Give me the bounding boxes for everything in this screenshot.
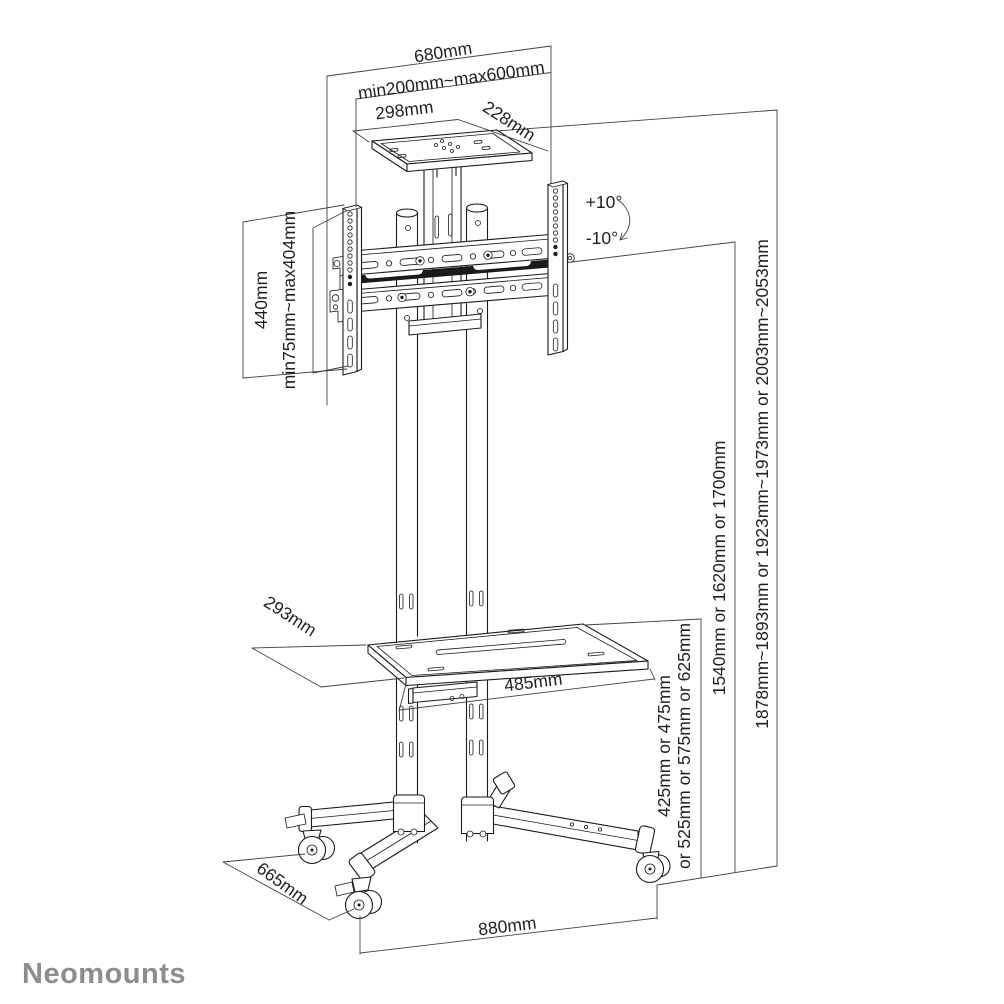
dim-av-shelf-heights-line1: 425mm or 475mm: [654, 675, 674, 817]
caster-back-left: [284, 813, 336, 865]
dim-overall-bracket-width: 680mm: [413, 38, 474, 67]
dim-column-heights: 1540mm or 1620mm or 1700mm: [709, 441, 729, 696]
vesa-strip-left: [341, 204, 363, 376]
brake-lever: [284, 813, 307, 829]
top-camera-shelf: [371, 129, 533, 178]
av-shelf: [367, 623, 649, 705]
hub-collar-left: [392, 794, 426, 833]
hub-collar-right: [460, 796, 495, 835]
caster-right: [635, 850, 671, 884]
dim-tv-mount-width-range: min200mm~max600mm: [357, 57, 546, 103]
dim-vesa-height-range: min75mm~max404mm: [279, 211, 299, 389]
dim-av-shelf-heights-line2: or 525mm or 575mm or 625mm: [674, 623, 694, 869]
column-adjustment-slots: [399, 590, 484, 758]
base: [284, 771, 671, 920]
dim-av-shelf-depth: 293mm: [260, 592, 320, 641]
vesa-strip-right: [546, 180, 569, 356]
locking-handle: [404, 308, 483, 336]
tv-bracket-crossbars: [351, 233, 575, 313]
caster-front-left: [334, 876, 383, 920]
dimension-labels: 680mm min200mm~max600mm 298mm 228mm 440m…: [251, 38, 772, 940]
tilt-down-label: -10°: [586, 228, 618, 248]
dim-bracket-height: 440mm: [251, 271, 271, 329]
dimension-lines: [222, 45, 778, 955]
dim-overall-heights: 1878mm~1893mm or 1923mm~1973mm or 2003mm…: [752, 239, 772, 729]
dim-base-width: 880mm: [477, 913, 537, 940]
tilt-up-label: +10°: [586, 192, 623, 212]
dim-top-shelf-width: 298mm: [374, 97, 434, 124]
left-tilt-hooks: [329, 255, 347, 323]
rail-slots-lower: [357, 282, 543, 305]
brand-logo: Neomounts: [22, 958, 186, 990]
